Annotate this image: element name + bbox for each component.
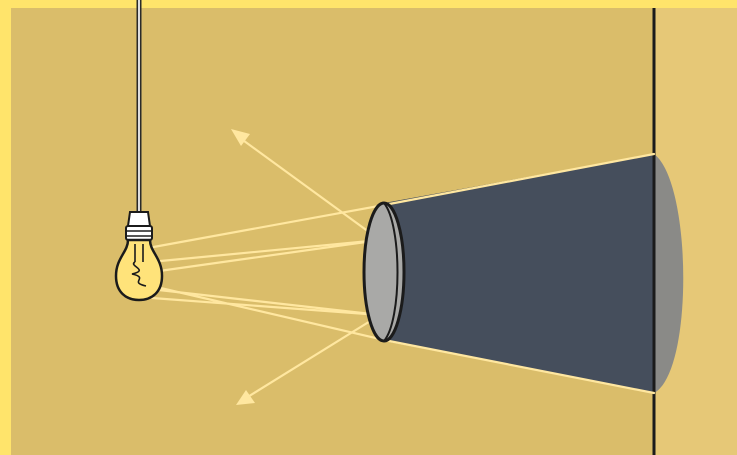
bulb-cap — [128, 212, 150, 226]
bulb-socket — [126, 226, 152, 240]
